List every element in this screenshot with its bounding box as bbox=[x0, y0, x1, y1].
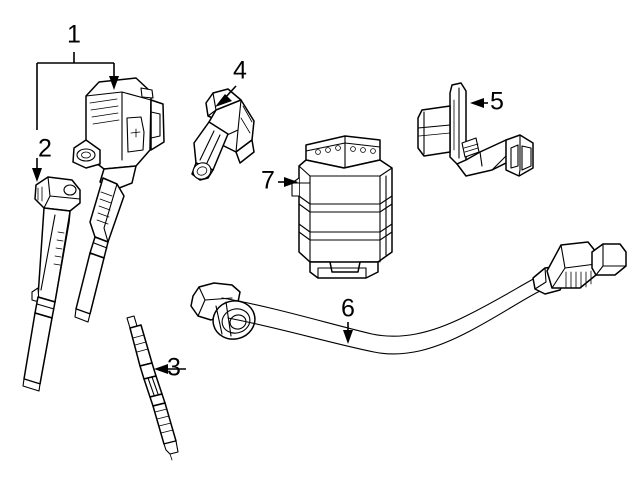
callout-number-3: 3 bbox=[167, 354, 181, 382]
callout-number-1: 1 bbox=[67, 21, 81, 49]
callout-number-6: 6 bbox=[341, 295, 355, 323]
callout-number-5: 5 bbox=[490, 88, 504, 116]
callout-number-7: 7 bbox=[261, 167, 275, 195]
part-ignition-cable-harness bbox=[190, 241, 627, 355]
callout-2-leader bbox=[32, 158, 42, 182]
callout-1-leader bbox=[36, 52, 119, 130]
part-knock-sensor-bracket bbox=[417, 82, 534, 177]
part-control-module bbox=[291, 135, 393, 279]
callout-3-leader bbox=[154, 364, 186, 374]
callout-number-2: 2 bbox=[38, 135, 52, 163]
callout-5-leader bbox=[470, 98, 488, 108]
callout-4-leader bbox=[215, 85, 237, 107]
part-spark-plug bbox=[126, 315, 179, 461]
callout-6-leader bbox=[343, 322, 353, 344]
part-ignition-coil bbox=[72, 77, 165, 323]
part-position-sensor bbox=[191, 88, 255, 181]
callout-7-leader bbox=[278, 177, 298, 187]
part-coil-boot-bracket bbox=[22, 176, 81, 392]
callout-number-4: 4 bbox=[233, 57, 247, 85]
